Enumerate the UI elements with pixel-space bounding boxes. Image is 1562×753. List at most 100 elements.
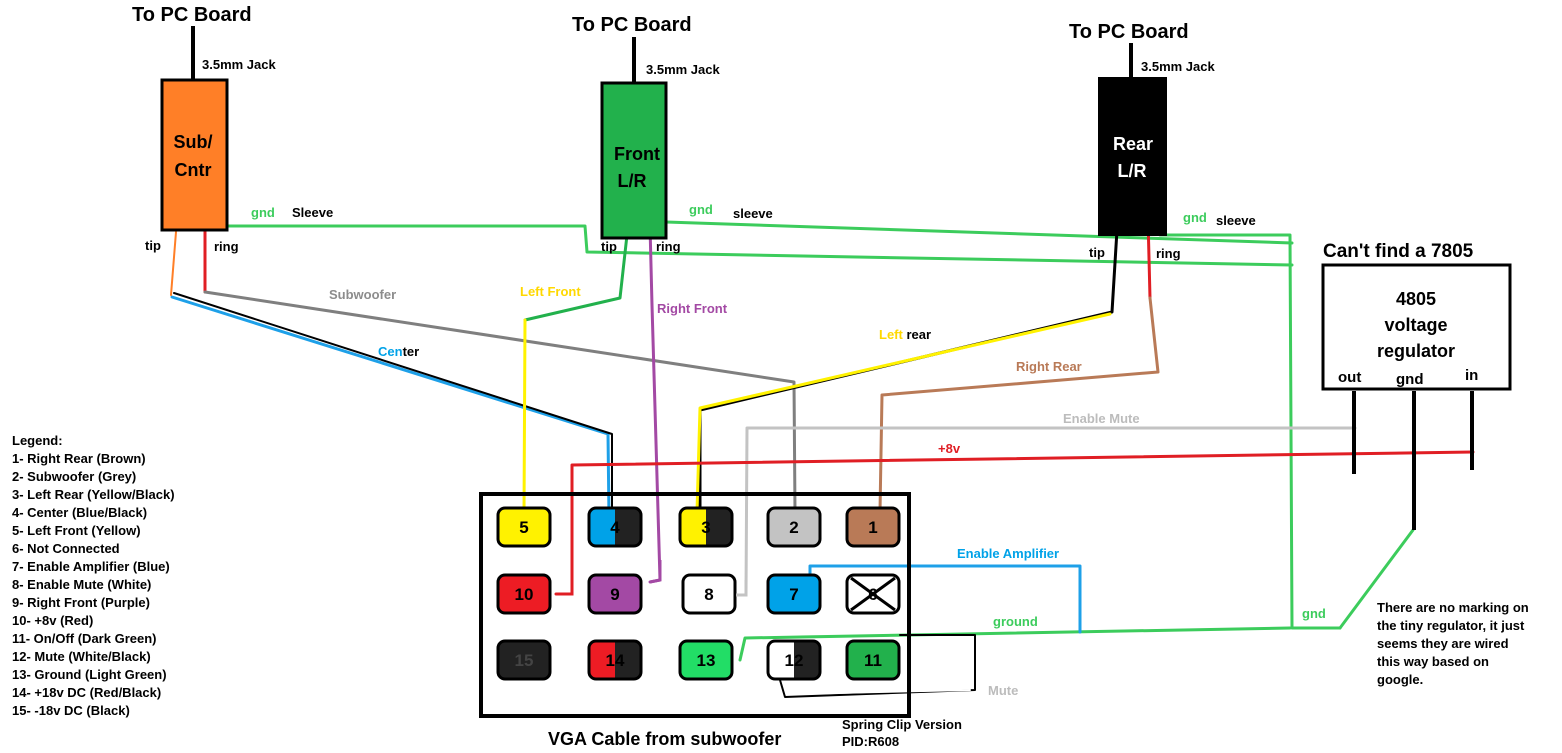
pin-in-label: in [1465,367,1478,384]
pin-border [587,506,643,548]
wire-subwoofer [203,290,797,514]
pin-number: 7 [789,585,798,604]
gnd-label: gnd [251,205,275,220]
left-rear-label-part2: rear [903,327,931,342]
jack-sub-center: To PC Board 3.5mm Jack Sub/ Cntr tip rin… [132,4,333,254]
wire-mute-white [785,683,971,695]
sleeve-label: sleeve [733,206,773,221]
pin-border [587,573,643,615]
pin-number: 14 [606,651,625,670]
pin-fill [498,575,550,613]
legend-item: 3- Left Rear (Yellow/Black) [12,487,175,502]
pin-split-fill [615,508,641,546]
pin-number: 9 [610,585,619,604]
note-line: google. [1377,672,1423,687]
ring-label: ring [1156,246,1181,261]
pin-number: 12 [785,651,804,670]
note-line: seems they are wired [1377,636,1509,651]
pin-fill [498,641,550,679]
gnd-label: gnd [689,202,713,217]
sleeve-label: Sleeve [292,205,333,220]
regulator-note: There are no marking on the tiny regulat… [1377,600,1529,687]
legend-item: 1- Right Rear (Brown) [12,451,146,466]
pin-number: 4 [610,518,620,537]
legend-item: 15- -18v DC (Black) [12,703,130,718]
legend-item: 13- Ground (Light Green) [12,667,167,682]
pin-border [766,506,822,548]
pin-number: 10 [515,585,534,604]
tip-label: tip [601,239,617,254]
legend-item: 8- Enable Mute (White) [12,577,152,592]
pin-cross-line [850,576,896,612]
legend: Legend: 1- Right Rear (Brown) 2- Subwoof… [12,432,175,720]
jack-name-line2: L/R [1118,161,1147,181]
wire-sub-tip [170,231,177,296]
jack-rear: To PC Board 3.5mm Jack Rear L/R tip ring… [1069,21,1256,261]
regulator-line3: regulator [1377,341,1455,361]
pin-border [766,639,822,681]
regulator-line2: voltage [1384,315,1447,335]
legend-item: 14- +18v DC (Red/Black) [12,685,162,700]
pin-number: 5 [519,518,528,537]
wire-enable-mute [734,426,1357,597]
connector-caption: VGA Cable from subwoofer [548,729,781,749]
pin-border [845,506,901,548]
jack-type-label: 3.5mm Jack [646,62,720,77]
wire-left-front [522,318,527,516]
pin-border [845,573,901,615]
gnd-label: gnd [1183,210,1207,225]
ring-label: ring [656,239,681,254]
jack-header: To PC Board [132,4,252,26]
pin-7: 7 [766,573,822,615]
pin-number: 6 [868,585,877,604]
subwoofer-label: Subwoofer [329,287,396,302]
wire-labels: Subwoofer Center Left Front Right Front … [329,284,1326,698]
wire-right-front [648,224,662,584]
wire-enable-amplifier [808,564,1082,634]
note-line: the tiny regulator, it just [1377,618,1525,633]
pin-fill [683,575,735,613]
pin-fill [680,641,732,679]
pin-13: 13 [678,639,734,681]
legend-item: 12- Mute (White/Black) [12,649,151,664]
legend-title: Legend: [12,433,63,448]
center-label: Center [378,344,419,359]
pin-2: 2 [766,506,822,548]
wire-center-blue [170,295,611,520]
pin-split-fill [794,641,820,679]
pin-border [678,639,734,681]
regulator-line1: 4805 [1396,289,1436,309]
jack-body [600,81,668,240]
wire-regulator-gnd [1338,528,1415,630]
pin-5: 5 [496,506,552,548]
note-line: this way based on [1377,654,1489,669]
note-line: There are no marking on [1377,600,1529,615]
jack-front: To PC Board 3.5mm Jack Front L/R tip rin… [572,14,773,254]
pin-6: 6 [845,573,901,615]
enable-mute-label: Enable Mute [1063,411,1140,426]
left-front-label: Left Front [520,284,581,299]
pin-fill [498,508,550,546]
right-front-label: Right Front [657,301,728,316]
pin-fill [847,641,899,679]
wires [170,216,1475,698]
plus8v-label: +8v [938,441,961,456]
pin-border [496,639,552,681]
wire-sub-sleeve [224,224,1294,267]
regulator-body [1321,263,1512,391]
wire-rear-sleeve [1158,233,1342,630]
pin-3: 3 [678,506,734,548]
legend-item: 5- Left Front (Yellow) [12,523,141,538]
pin-fill [768,575,820,613]
pin-fill [589,575,641,613]
wire-right-rear [878,296,1160,514]
regulator-header: Can't find a 7805 [1323,241,1474,262]
voltage-regulator: Can't find a 7805 4805 voltage regulator… [1321,241,1529,687]
pin-split-fill [615,641,641,679]
pin-border [678,506,734,548]
legend-item: 11- On/Off (Dark Green) [12,631,157,646]
enable-amplifier-label: Enable Amplifier [957,546,1059,561]
wire-ground [738,626,1292,662]
